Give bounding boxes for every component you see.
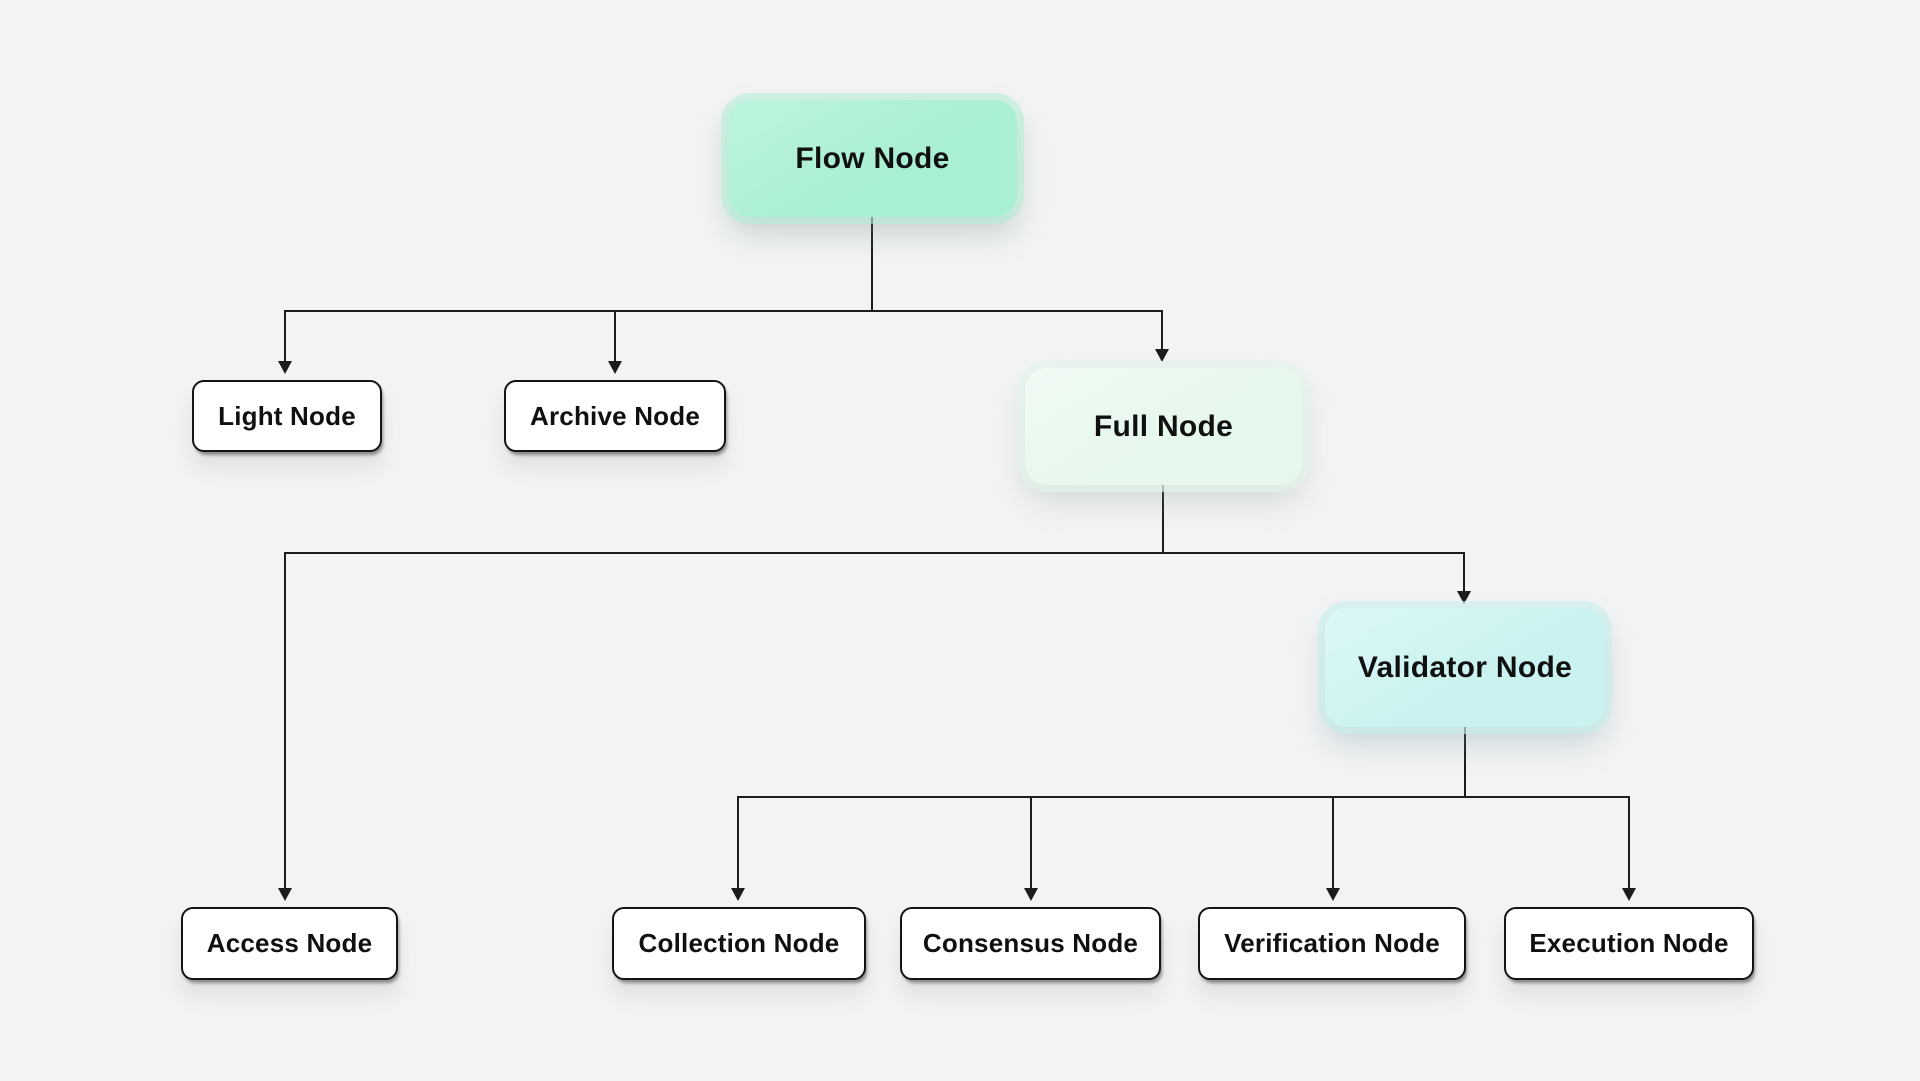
node-label: Archive Node bbox=[529, 400, 700, 431]
connector-drop-verification bbox=[1332, 796, 1334, 889]
connector-drop-archive bbox=[614, 310, 616, 362]
node-label: Light Node bbox=[218, 400, 356, 431]
connector-drop-full bbox=[1161, 310, 1163, 350]
node-label: Verification Node bbox=[1224, 928, 1440, 958]
arrowhead-down bbox=[1622, 888, 1636, 901]
node-label: Flow Node bbox=[795, 141, 950, 175]
diagram-node-access: Access Node bbox=[181, 907, 398, 980]
diagram-node-light: Light Node bbox=[192, 380, 382, 452]
connector-drop-execution bbox=[1628, 796, 1630, 889]
diagram-node-flow: Flow Node bbox=[728, 100, 1017, 217]
arrowhead-down bbox=[1024, 888, 1038, 901]
connector-drop-collection bbox=[737, 796, 739, 889]
connector-bus-level1 bbox=[284, 310, 1163, 312]
connector-drop-validator bbox=[1463, 552, 1465, 592]
connector-full-trunk bbox=[1162, 485, 1164, 554]
connector-drop-consensus bbox=[1030, 796, 1032, 889]
arrowhead-down bbox=[1326, 888, 1340, 901]
diagram-node-consensus: Consensus Node bbox=[900, 907, 1161, 980]
connector-bus-level2 bbox=[284, 552, 1465, 554]
diagram-node-verification: Verification Node bbox=[1198, 907, 1466, 980]
diagram-node-archive: Archive Node bbox=[504, 380, 726, 452]
node-label: Access Node bbox=[206, 928, 373, 958]
node-label: Consensus Node bbox=[922, 928, 1139, 958]
connector-drop-access bbox=[284, 552, 286, 889]
node-label: Execution Node bbox=[1529, 928, 1729, 958]
arrowhead-down bbox=[1155, 349, 1169, 362]
diagram-node-collection: Collection Node bbox=[612, 907, 866, 980]
diagram-node-execution: Execution Node bbox=[1504, 907, 1754, 980]
diagram-node-validator: Validator Node bbox=[1325, 608, 1605, 727]
node-label: Collection Node bbox=[638, 928, 840, 958]
node-label: Full Node bbox=[1093, 409, 1234, 443]
connector-validator-trunk bbox=[1464, 727, 1466, 798]
arrowhead-down bbox=[731, 888, 745, 901]
node-label: Validator Node bbox=[1357, 650, 1573, 684]
arrowhead-down bbox=[608, 361, 622, 374]
connector-bus-level3 bbox=[737, 796, 1630, 798]
arrowhead-down bbox=[1457, 591, 1471, 604]
connector-drop-light bbox=[284, 310, 286, 362]
diagram-node-full: Full Node bbox=[1025, 368, 1302, 485]
connector-flow-trunk bbox=[871, 217, 873, 312]
arrowhead-down bbox=[278, 361, 292, 374]
arrowhead-down bbox=[278, 888, 292, 901]
